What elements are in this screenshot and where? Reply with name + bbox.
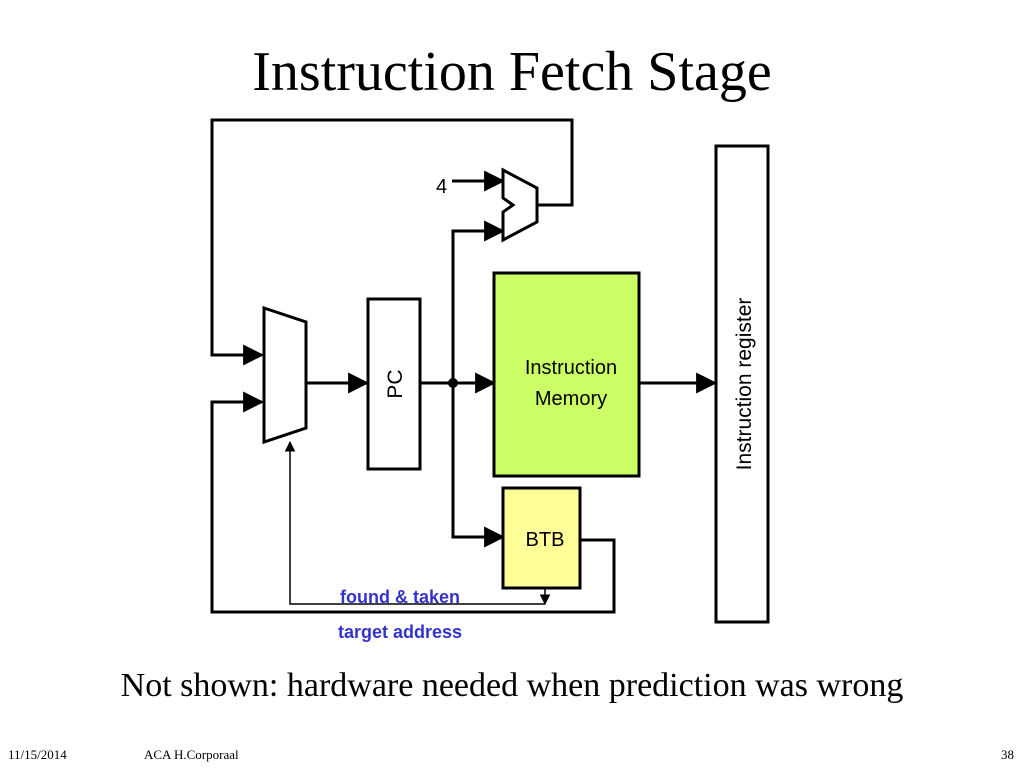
instruction-memory-label-line2: Memory (535, 388, 607, 410)
instruction-register (714, 144, 770, 624)
footer-date: 11/15/2014 (8, 747, 67, 762)
next-pc-mux (262, 305, 308, 445)
found-taken-label: found & taken (340, 587, 460, 607)
wire-pc-to-btb (451, 383, 506, 548)
page-number: 38 (1001, 747, 1014, 762)
adder-constant-label: 4 (436, 176, 447, 198)
slide-note: Not shown: hardware needed when predicti… (120, 667, 904, 704)
target-address-label: target address (338, 622, 462, 642)
pc-adder (501, 167, 539, 243)
instruction-memory-label-line1: Instruction (525, 357, 617, 379)
instruction-register-label: Instruction register (733, 298, 756, 471)
wire-target-address (210, 391, 616, 614)
footer-author: ACA H.Corporaal (144, 747, 239, 762)
branch-target-buffer (501, 486, 582, 590)
btb-label: BTB (526, 529, 565, 551)
wire-adder-feedback (210, 118, 574, 366)
wire-found-taken-b (284, 440, 545, 605)
wire-pc-to-adder (451, 220, 506, 383)
instruction-memory (492, 271, 641, 478)
slide-title: Instruction Fetch Stage (252, 41, 772, 103)
pc-label: PC (384, 369, 407, 398)
pc-register (366, 297, 422, 471)
